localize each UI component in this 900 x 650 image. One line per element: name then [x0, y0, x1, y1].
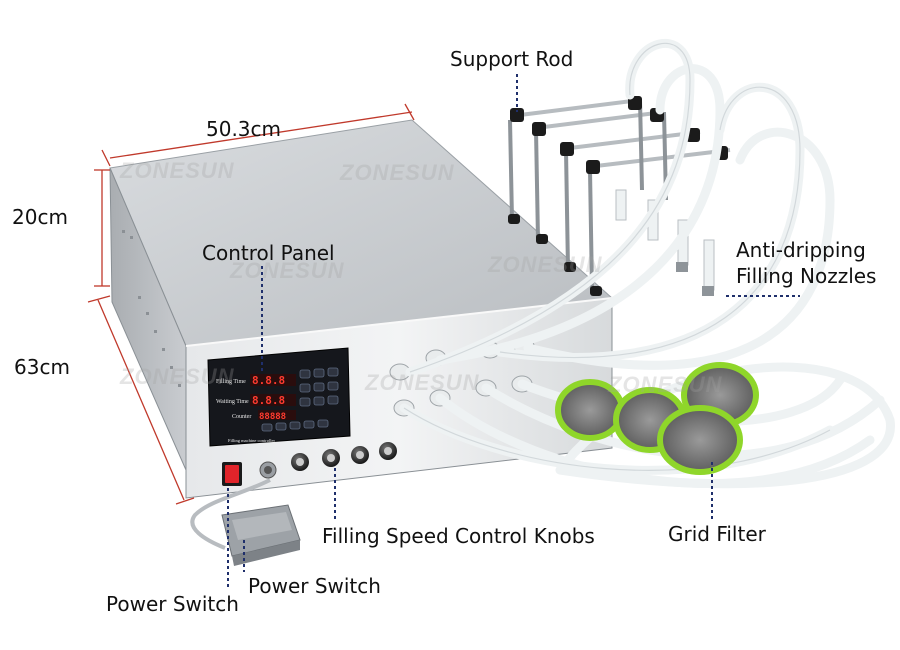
waiting-time-display: 8.8.8: [252, 394, 285, 407]
filling-time-label: Filling Time: [216, 379, 246, 385]
label-support-rod: Support Rod: [450, 47, 574, 71]
watermark: ZONESUN: [230, 258, 345, 283]
dimension-lines: [87, 103, 415, 505]
panel-buttons[interactable]: [261, 367, 339, 432]
counter-label: Counter: [232, 414, 251, 420]
watermark: ZONESUN: [120, 364, 235, 389]
dimension-height: 20cm: [12, 205, 68, 229]
watermark: ZONESUN: [608, 372, 723, 397]
filling-time-display: 8.8.8: [252, 374, 285, 387]
filling-speed-knobs[interactable]: [291, 442, 397, 471]
label-filling-speed-knobs: Filling Speed Control Knobs: [322, 524, 595, 548]
watermark: ZONESUN: [365, 370, 480, 395]
label-grid-filter: Grid Filter: [668, 522, 766, 546]
label-nozzles-line1: Anti-dripping: [736, 238, 866, 262]
power-switch-button[interactable]: [225, 465, 239, 483]
watermark: ZONESUN: [488, 252, 603, 277]
watermark: ZONESUN: [120, 158, 235, 183]
dimension-width: 50.3cm: [206, 117, 282, 141]
side-vents: [122, 230, 181, 387]
label-control-panel: Control Panel: [202, 241, 335, 265]
grid-filters: [555, 362, 759, 475]
counter-display: 88888: [259, 412, 286, 422]
watermark: ZONESUN: [340, 160, 455, 185]
label-power-switch-button: Power Switch: [106, 592, 239, 616]
leader-lines: [227, 74, 800, 588]
pedal-cable: [190, 478, 271, 550]
panel-footer: Filling machine controller: [228, 438, 275, 443]
silicone-tubes-shadow: [403, 42, 831, 471]
label-power-switch-foot: Power Switch: [248, 574, 381, 598]
dimension-depth: 63cm: [14, 355, 70, 379]
label-nozzles-line2: Filling Nozzles: [736, 264, 877, 288]
waiting-time-label: Waiting Time: [216, 399, 249, 405]
